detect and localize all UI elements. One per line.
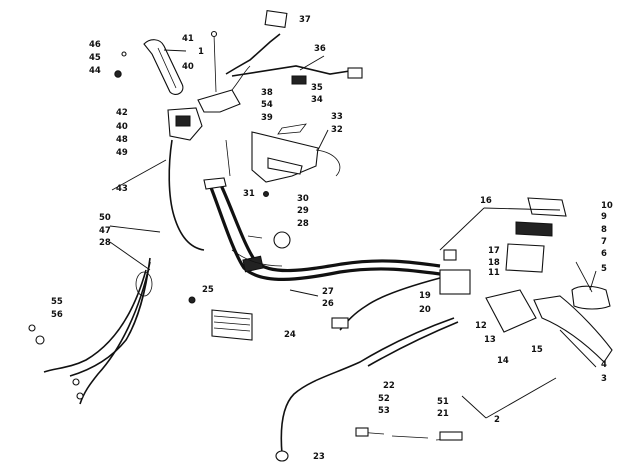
callout-c48: 48 [116, 135, 128, 145]
callout-c29: 29 [297, 206, 309, 216]
callout-c1: 1 [198, 47, 204, 57]
callout-c5: 5 [601, 264, 607, 274]
callout-c39: 39 [261, 113, 273, 123]
callout-c6: 6 [601, 249, 607, 259]
misc-parts [188, 30, 291, 304]
callout-c11: 11 [488, 268, 500, 278]
callout-c56: 56 [51, 310, 63, 320]
leader-lines [109, 49, 597, 419]
wiring-harness [225, 10, 363, 85]
callout-c10: 10 [601, 201, 613, 211]
callout-c51: 51 [437, 397, 449, 407]
callout-c25: 25 [202, 285, 214, 295]
callout-c54: 54 [261, 100, 273, 110]
callout-c31: 31 [243, 189, 255, 199]
callout-c43: 43 [116, 184, 128, 194]
callout-c13: 13 [484, 335, 496, 345]
callout-c40b: 40 [116, 122, 128, 132]
callout-c46: 46 [89, 40, 101, 50]
callout-c28: 28 [297, 219, 309, 229]
callout-c30: 30 [297, 194, 309, 204]
left-housing [114, 51, 251, 141]
callout-c34: 34 [311, 95, 323, 105]
callout-c7: 7 [601, 237, 607, 247]
callout-c19: 19 [419, 291, 431, 301]
callout-c32: 32 [331, 125, 343, 135]
callout-c52: 52 [378, 394, 390, 404]
right-cables [275, 277, 463, 462]
callout-c24: 24 [284, 330, 296, 340]
callout-c14: 14 [497, 356, 509, 366]
callout-c4: 4 [601, 360, 607, 370]
callout-c38: 38 [261, 88, 273, 98]
callout-c26: 26 [322, 299, 334, 309]
left-cables [28, 139, 205, 405]
callout-c18: 18 [488, 258, 500, 268]
callout-c36: 36 [314, 44, 326, 54]
handlebar [203, 177, 441, 281]
left-grip [143, 39, 184, 95]
callout-c8: 8 [601, 225, 607, 235]
callout-c27: 27 [322, 287, 334, 297]
callout-c3: 3 [601, 374, 607, 384]
callout-c50: 50 [99, 213, 111, 223]
callout-c40: 40 [182, 62, 194, 72]
callout-c47: 47 [99, 226, 111, 236]
handlebar-pad [251, 123, 341, 183]
callout-c12: 12 [475, 321, 487, 331]
callout-c41: 41 [182, 34, 194, 44]
callout-c23: 23 [313, 452, 325, 462]
callout-c53: 53 [378, 406, 390, 416]
callout-c17: 17 [488, 246, 500, 256]
callout-c49: 49 [116, 148, 128, 158]
callout-c33: 33 [331, 112, 343, 122]
callout-c20: 20 [419, 305, 431, 315]
callout-c22: 22 [383, 381, 395, 391]
callout-labels: 1234567891011121314151617181920212223242… [51, 15, 613, 462]
callout-c42: 42 [116, 108, 128, 118]
callout-c45: 45 [89, 53, 101, 63]
callout-c35: 35 [311, 83, 323, 93]
callout-c15: 15 [531, 345, 543, 355]
callout-c2: 2 [494, 415, 500, 425]
callout-c21: 21 [437, 409, 449, 419]
right-control-assembly [439, 197, 613, 363]
electronic-module [211, 309, 253, 341]
callout-c44: 44 [89, 66, 101, 76]
callout-c37: 37 [299, 15, 311, 25]
callout-c55: 55 [51, 297, 63, 307]
callout-c28b: 28 [99, 238, 111, 248]
callout-c16: 16 [480, 196, 492, 206]
callout-c9: 9 [601, 212, 607, 222]
